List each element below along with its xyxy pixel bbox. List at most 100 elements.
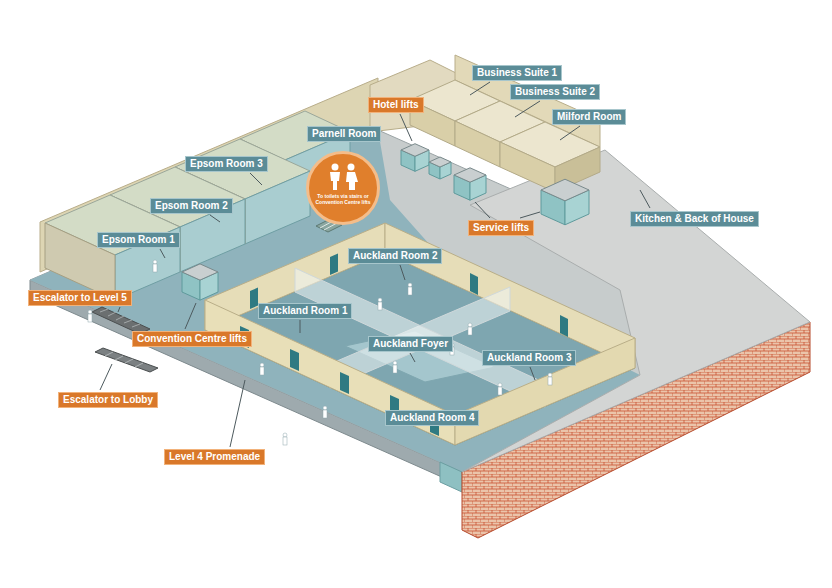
room-callout: Epsom Room 2 xyxy=(150,198,233,214)
people-figures-part xyxy=(260,363,264,367)
facility-callout: Hotel lifts xyxy=(368,97,424,113)
people-figures-part xyxy=(283,433,287,437)
people-figures-part xyxy=(260,367,264,375)
people-figures-part xyxy=(393,361,397,365)
callout-text: Auckland Room 1 xyxy=(263,305,347,317)
people-figures-part xyxy=(408,283,412,287)
leader-lines-part xyxy=(400,265,405,280)
people-figures-part xyxy=(88,310,92,314)
escalators-part xyxy=(95,348,158,372)
leader-lines xyxy=(100,82,650,447)
people-figures-part xyxy=(548,373,552,377)
lift-cubes xyxy=(182,144,589,300)
people-figures-part xyxy=(548,377,552,385)
people-figures-part xyxy=(88,314,92,322)
callout-text: Auckland Room 2 xyxy=(353,250,437,262)
floor-slab xyxy=(30,130,810,492)
callout-text: Hotel lifts xyxy=(373,99,419,111)
lift-cubes-part xyxy=(182,264,218,280)
auckland-hall-part xyxy=(330,254,338,276)
people-figures-part xyxy=(323,406,327,410)
people-figures-part xyxy=(378,302,382,310)
escalators-part xyxy=(105,352,143,367)
leader-lines-part xyxy=(410,353,415,362)
leader-lines-part xyxy=(250,173,262,185)
facility-callout: Level 4 Promenade xyxy=(164,449,265,465)
floor-slab-part xyxy=(440,462,462,492)
callout-text: Service lifts xyxy=(473,222,529,234)
auckland-hall-part xyxy=(455,338,635,445)
business-suite-boxes-part xyxy=(455,121,500,167)
leader-lines-part xyxy=(470,82,490,95)
callout-text: Milford Room xyxy=(557,111,621,123)
people-figures-part xyxy=(323,410,327,418)
callout-text: Business Suite 2 xyxy=(515,86,595,98)
auckland-hall-part xyxy=(560,315,568,337)
facility-callout: Escalator to Level 5 xyxy=(28,290,132,306)
room-callout: Epsom Room 3 xyxy=(185,156,268,172)
auckland-hall-part xyxy=(340,372,349,394)
sign-circle xyxy=(306,151,380,225)
leader-lines-part xyxy=(530,367,535,380)
callout-text: Epsom Room 3 xyxy=(190,158,263,170)
facility-callout: Convention Centre lifts xyxy=(132,331,252,347)
leader-lines-part xyxy=(400,114,412,141)
room-callout: Kitchen & Back of House xyxy=(630,211,759,227)
callout-text: Business Suite 1 xyxy=(477,67,557,79)
callout-text: Epsom Room 2 xyxy=(155,200,228,212)
leader-lines-part xyxy=(100,364,112,390)
auckland-hall xyxy=(205,223,635,445)
leader-lines-part xyxy=(300,320,301,333)
callout-text: Epsom Room 1 xyxy=(102,234,175,246)
escalators-part xyxy=(92,307,150,334)
meeting-room-boxes-part xyxy=(245,171,310,244)
people-figures-part xyxy=(153,260,157,264)
room-callout: Business Suite 1 xyxy=(472,65,562,81)
leader-lines-part xyxy=(560,126,580,140)
room-callout: Auckland Foyer xyxy=(368,336,453,352)
toilet-sign: To toilets via stairs or Convention Cent… xyxy=(306,151,380,225)
leader-lines-part xyxy=(515,101,540,117)
callout-text: Convention Centre lifts xyxy=(137,333,247,345)
people-figures-part xyxy=(283,437,287,445)
room-callout: Auckland Room 1 xyxy=(258,303,352,319)
people-figures-part xyxy=(378,298,382,302)
business-suite-boxes-part xyxy=(500,142,555,192)
room-callout: Auckland Room 2 xyxy=(348,248,442,264)
person-icon xyxy=(332,164,339,171)
floor-slab-part xyxy=(30,130,640,472)
leader-lines-part xyxy=(640,190,650,208)
room-callout: Auckland Room 3 xyxy=(482,350,576,366)
facility-callout: Escalator to Lobby xyxy=(58,392,158,408)
room-callout: Epsom Room 1 xyxy=(97,232,180,248)
people-figures-part xyxy=(468,323,472,327)
callout-text: Auckland Room 4 xyxy=(390,412,474,424)
auckland-hall-part xyxy=(290,349,299,371)
callout-text: Auckland Room 3 xyxy=(487,352,571,364)
business-suite-boxes xyxy=(410,80,600,192)
lift-cubes-part xyxy=(429,157,451,167)
facility-callout: Service lifts xyxy=(468,220,534,236)
people-figures-part xyxy=(393,365,397,373)
sign-disc xyxy=(308,153,379,224)
escalators-part xyxy=(100,309,140,327)
lift-cubes-part xyxy=(541,179,589,201)
person-icon xyxy=(346,172,358,190)
room-callout: Milford Room xyxy=(552,109,626,125)
people-figures-part xyxy=(498,387,502,395)
people-figures-part xyxy=(408,287,412,295)
room-callout: Auckland Room 4 xyxy=(385,410,479,426)
auckland-hall-part xyxy=(470,273,478,295)
lift-cubes-part xyxy=(454,168,486,182)
people-figures-part xyxy=(468,327,472,335)
callout-text: Escalator to Level 5 xyxy=(33,292,127,304)
leader-lines-part xyxy=(185,303,196,329)
leader-lines-part xyxy=(475,202,490,218)
callout-text: Escalator to Lobby xyxy=(63,394,153,406)
room-callout: Parnell Room xyxy=(307,126,381,142)
auckland-hall-part xyxy=(250,288,258,310)
leader-lines-part xyxy=(230,380,245,447)
leader-lines-part xyxy=(118,307,120,312)
lift-cubes-part xyxy=(401,144,429,157)
